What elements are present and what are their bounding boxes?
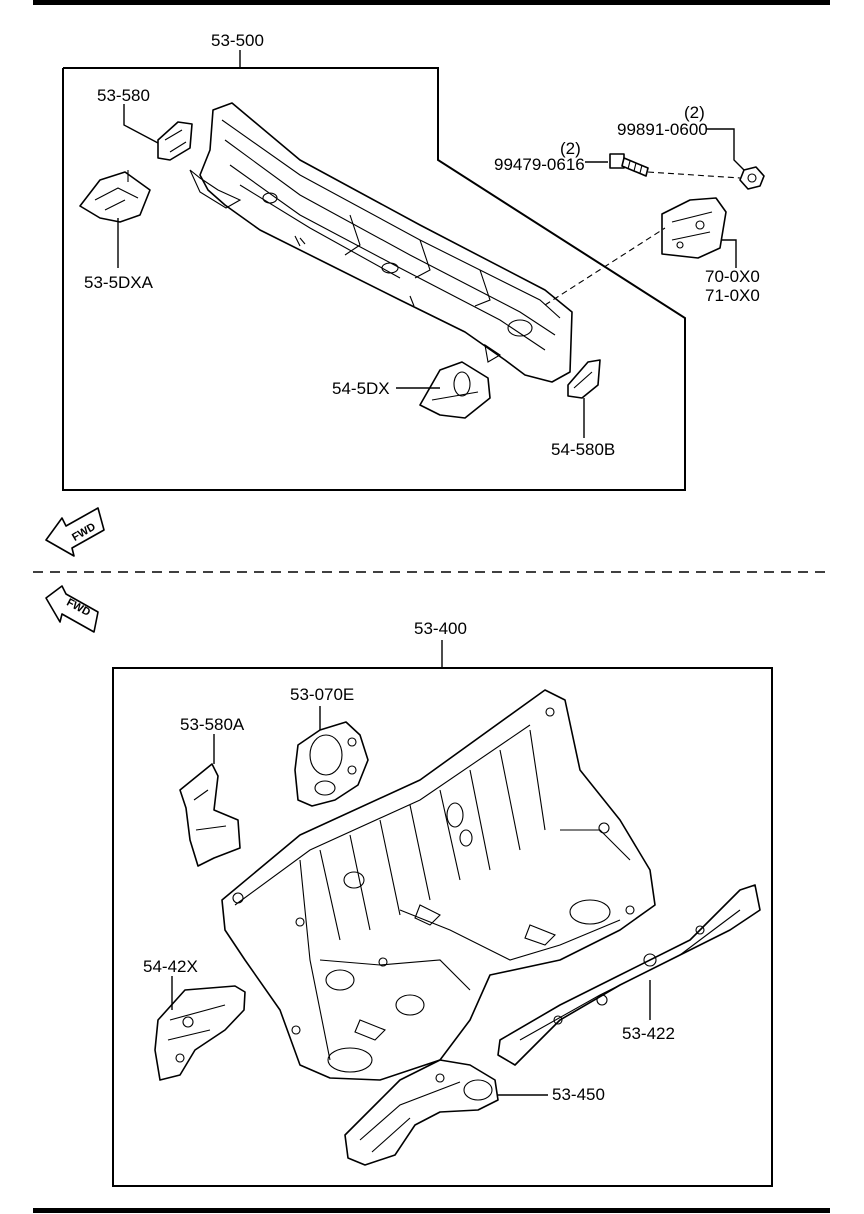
part-53-070e [294, 721, 369, 807]
upper-assembly-frame [62, 67, 686, 491]
label-53-422: 53-422 [622, 1024, 675, 1043]
part-54-580b [567, 359, 601, 399]
label-53-400: 53-400 [414, 619, 467, 638]
part-53-5dxa [79, 170, 151, 223]
dash-bolt-nut [647, 171, 741, 179]
part-70-0x0 [661, 197, 727, 259]
label-53-070e: 53-070E [290, 685, 354, 704]
label-54-42x: 54-42X [143, 957, 198, 976]
bottom-border [33, 1208, 830, 1213]
label-bolt-qty: (2) [560, 139, 581, 158]
part-53-580 [157, 121, 193, 161]
fwd-arrow-icon: FWD [45, 507, 105, 557]
upper-section: 53-500 53-580 [45, 31, 765, 557]
label-nut-qty: (2) [684, 103, 705, 122]
label-71-0x0: 71-0X0 [705, 286, 760, 305]
part-53-450 [344, 1059, 499, 1166]
label-nut: 99891-0600 [617, 120, 708, 139]
label-bolt: 99479-0616 [494, 155, 585, 174]
fwd-arrow-icon: FWD [45, 585, 99, 633]
bolt-icon [609, 153, 649, 177]
label-54-580b: 54-580B [551, 440, 615, 459]
leader-70-0x0 [722, 239, 737, 268]
label-53-500: 53-500 [211, 31, 264, 50]
top-border [33, 0, 830, 5]
part-54-5dx [419, 361, 491, 419]
nut-icon [739, 166, 765, 190]
leader-53-580 [123, 104, 159, 144]
label-70-0x0: 70-0X0 [705, 267, 760, 286]
dash-panel-bracket [544, 227, 666, 306]
label-53-580: 53-580 [97, 86, 150, 105]
part-53-422 [497, 884, 761, 1066]
label-54-5dx: 54-5DX [332, 379, 390, 398]
cowl-panel [189, 102, 573, 383]
lower-section: FWD 53-400 [45, 585, 773, 1187]
leader-nut [706, 128, 745, 171]
label-53-450: 53-450 [552, 1085, 605, 1104]
part-54-42x [154, 985, 246, 1081]
label-53-580a: 53-580A [180, 715, 245, 734]
floor-pan [221, 689, 656, 1081]
label-53-5dxa: 53-5DXA [84, 273, 154, 292]
part-53-580a [179, 763, 241, 867]
